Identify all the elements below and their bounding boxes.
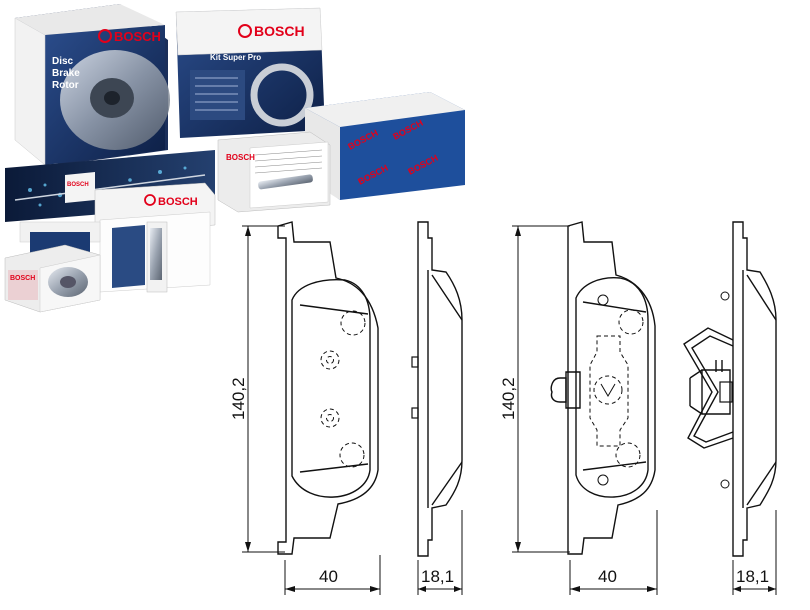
technical-drawing-b: 140,2 40 xyxy=(499,221,777,595)
spring-clip-icon xyxy=(683,327,734,449)
kit-super-pro-box: BOSCH Kit Super Pro xyxy=(175,7,325,138)
friction-material xyxy=(575,277,649,498)
brake-lining-box: BOSCH xyxy=(217,131,331,213)
filter-box: BOSCH xyxy=(4,244,101,313)
spark-plug-icon xyxy=(150,228,162,280)
thickness-label: 18,1 xyxy=(421,567,454,586)
disc-rotor-line2: Brake xyxy=(52,68,80,79)
filter-brand: BOSCH xyxy=(10,275,35,282)
thickness-label: 18,1 xyxy=(736,567,769,586)
kit-brand: BOSCH xyxy=(254,23,305,39)
bosch-logo-icon xyxy=(98,29,112,43)
brake-pad-outline xyxy=(567,221,656,555)
product-collage: Disc Brake Rotor BOSCH BOSCH Kit Super P… xyxy=(4,4,465,313)
disc-rotor-brand: BOSCH xyxy=(114,29,161,44)
spark-brand: BOSCH xyxy=(158,196,198,208)
disc-rotor-line1: Disc xyxy=(52,56,74,67)
wear-sensor-icon xyxy=(550,377,567,403)
side-view-a xyxy=(411,221,463,557)
height-label: 140,2 xyxy=(229,377,248,420)
lining-brand: BOSCH xyxy=(226,153,255,162)
disc-rotor-box: Disc Brake Rotor BOSCH xyxy=(14,4,170,166)
bosch-logo-icon xyxy=(144,194,156,206)
wiper-brand: BOSCH xyxy=(67,182,89,188)
width-label: 40 xyxy=(598,567,617,586)
brake-shoe-icon xyxy=(250,63,314,127)
width-label: 40 xyxy=(319,567,338,586)
brake-pad-boxes: BOSCH BOSCH BOSCH BOSCH xyxy=(305,92,465,200)
friction-material xyxy=(291,278,371,498)
bosch-logo-icon xyxy=(238,24,252,38)
height-label: 140,2 xyxy=(499,377,518,420)
technical-drawing-a: 140,2 40 18, xyxy=(229,221,463,595)
kit-label: Kit Super Pro xyxy=(210,53,261,62)
brake-pad-outline xyxy=(277,221,379,555)
disc-rotor-line3: Rotor xyxy=(52,80,79,91)
spark-plug-box: BOSCH BOSCH xyxy=(19,182,216,293)
side-view-b xyxy=(683,221,777,557)
